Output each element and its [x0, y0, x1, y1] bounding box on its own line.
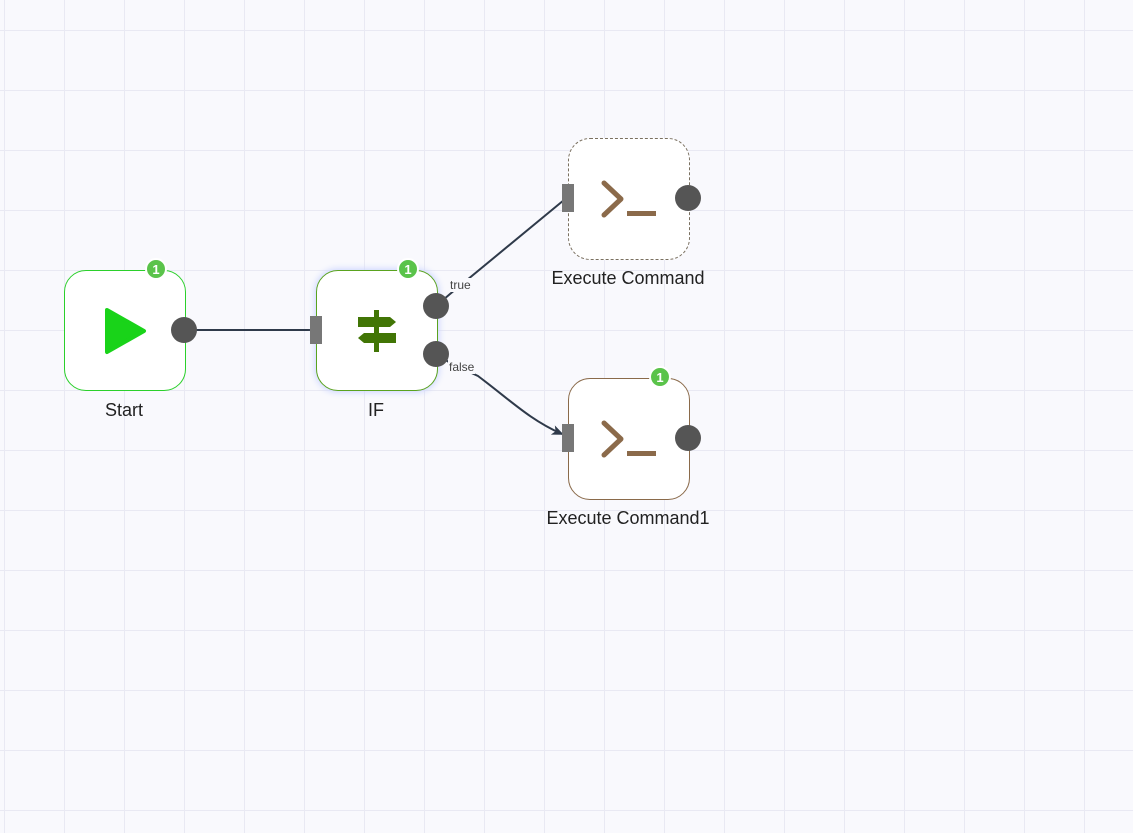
terminal-icon	[569, 379, 689, 499]
execute-command1-output-port[interactable]	[675, 425, 701, 451]
if-node[interactable]	[316, 270, 438, 391]
if-true-output-port[interactable]	[423, 293, 449, 319]
true-branch-label: true	[449, 278, 472, 292]
execute-command1-node-label: Execute Command1	[546, 508, 710, 528]
execute-command1-node[interactable]	[568, 378, 690, 500]
execute-command-output-port[interactable]	[675, 185, 701, 211]
execute-command1-execution-count-badge: 1	[649, 366, 671, 388]
if-input-port[interactable]	[310, 316, 322, 344]
signpost-icon	[317, 271, 437, 390]
play-icon	[65, 271, 185, 390]
start-node[interactable]	[64, 270, 186, 391]
start-execution-count-badge: 1	[145, 258, 167, 280]
terminal-icon	[569, 139, 689, 259]
execute-command-node[interactable]	[568, 138, 690, 260]
if-false-output-port[interactable]	[423, 341, 449, 367]
execute-command-node-label: Execute Command	[551, 268, 705, 288]
start-output-port[interactable]	[171, 317, 197, 343]
start-node-label: Start	[104, 400, 144, 420]
execute-command1-input-port[interactable]	[562, 424, 574, 452]
if-execution-count-badge: 1	[397, 258, 419, 280]
if-node-label: IF	[368, 400, 384, 420]
execute-command-input-port[interactable]	[562, 184, 574, 212]
false-branch-label: false	[448, 360, 476, 374]
